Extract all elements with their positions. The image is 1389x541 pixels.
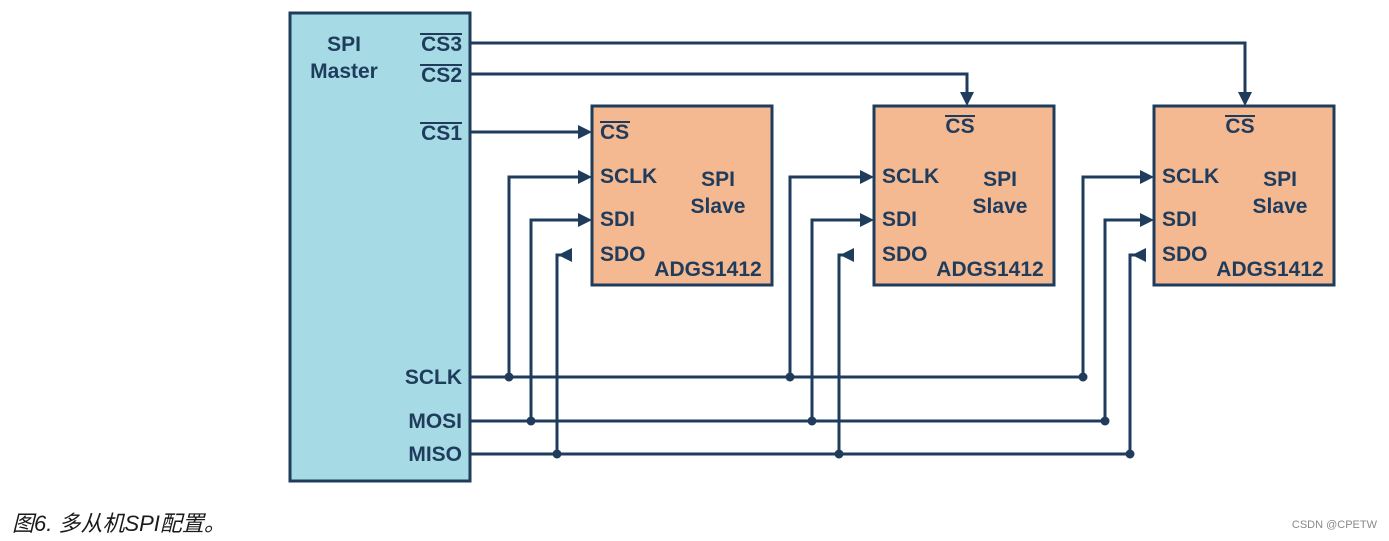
slave1-sclk-arrowhead	[578, 170, 592, 184]
figure-caption: 图6. 多从机SPI配置。	[12, 511, 226, 536]
slave-cs-label: CS	[600, 121, 629, 144]
slave-sdi-label: SDI	[1162, 208, 1197, 231]
slave-title-line2: Slave	[1253, 195, 1308, 218]
master-title-line2: Master	[310, 60, 378, 83]
slave3-sclk-arrowhead	[1140, 170, 1154, 184]
spi-slave-2: CS SCLK SDI SDO SPI Slave ADGS1412	[872, 104, 1056, 287]
cs3-line	[470, 41, 1247, 94]
slave3-sdo-wire	[1128, 253, 1144, 454]
slave3-sdi-wire	[1103, 218, 1142, 421]
junction-dot	[504, 372, 514, 382]
slave1-sdo-wire	[555, 253, 570, 454]
junction-dot	[785, 372, 795, 382]
slave3-sdo-arrowhead	[1132, 248, 1146, 262]
slave-title-line2: Slave	[973, 195, 1028, 218]
slave2-sclk-arrowhead	[860, 170, 874, 184]
slave-cs-label: CS	[945, 115, 974, 138]
slave-box	[590, 104, 774, 287]
slave2-sdi-arrowhead	[860, 213, 874, 227]
cs2-line	[470, 72, 969, 94]
slave1-sdi-wire	[529, 218, 580, 421]
junction-dot	[834, 449, 844, 459]
junction-dot	[1125, 449, 1135, 459]
master-mosi-label: MOSI	[408, 410, 462, 433]
junction-dot	[807, 416, 817, 426]
junction-dot	[526, 416, 536, 426]
slave-title-line1: SPI	[1263, 168, 1297, 191]
slave-part-number: ADGS1412	[654, 258, 761, 281]
slave3-sclk-wire	[1081, 175, 1142, 377]
slave2-sclk-wire	[788, 175, 862, 377]
slave-box	[1152, 104, 1336, 287]
watermark: CSDN @CPETW	[1291, 519, 1377, 531]
slave-sclk-label: SCLK	[1162, 165, 1219, 188]
cs3-arrowhead	[1238, 92, 1252, 106]
slave-title-line1: SPI	[983, 168, 1017, 191]
master-title-line1: SPI	[327, 33, 361, 56]
slave2-sdo-wire	[837, 253, 852, 454]
slave-part-number: ADGS1412	[936, 258, 1043, 281]
slave-sdo-label: SDO	[600, 243, 646, 266]
slave1-sdi-arrowhead	[578, 213, 592, 227]
slave1-sclk-wire	[507, 175, 580, 377]
slave2-sdi-wire	[810, 218, 862, 421]
slave-part-number: ADGS1412	[1216, 258, 1323, 281]
spi-slave-1: CS SCLK SDI SDO SPI Slave ADGS1412	[590, 104, 774, 287]
slave-sclk-label: SCLK	[882, 165, 939, 188]
slave-sdi-label: SDI	[882, 208, 917, 231]
slave3-sdi-arrowhead	[1140, 213, 1154, 227]
slave1-sdo-arrowhead	[558, 248, 572, 262]
cs2-arrowhead	[960, 92, 974, 106]
junction-dot	[552, 449, 562, 459]
junction-dot	[1078, 372, 1088, 382]
spi-slave-3: CS SCLK SDI SDO SPI Slave ADGS1412	[1152, 104, 1336, 287]
slave-cs-label: CS	[1225, 115, 1254, 138]
master-cs1-label: CS1	[421, 122, 462, 145]
slave-title-line1: SPI	[701, 168, 735, 191]
cs1-arrowhead	[578, 125, 592, 139]
slave-sdo-label: SDO	[882, 243, 928, 266]
spi-master-box	[288, 11, 472, 483]
slave2-sdo-arrowhead	[840, 248, 854, 262]
slave-sclk-label: SCLK	[600, 165, 657, 188]
slave-title-line2: Slave	[691, 195, 746, 218]
master-cs2-label: CS2	[421, 64, 462, 87]
master-sclk-label: SCLK	[405, 366, 462, 389]
master-cs3-label: CS3	[421, 33, 462, 56]
junction-dot	[1100, 416, 1110, 426]
slave-box	[872, 104, 1056, 287]
master-miso-label: MISO	[408, 443, 462, 466]
slave-sdo-label: SDO	[1162, 243, 1208, 266]
slave-sdi-label: SDI	[600, 208, 635, 231]
